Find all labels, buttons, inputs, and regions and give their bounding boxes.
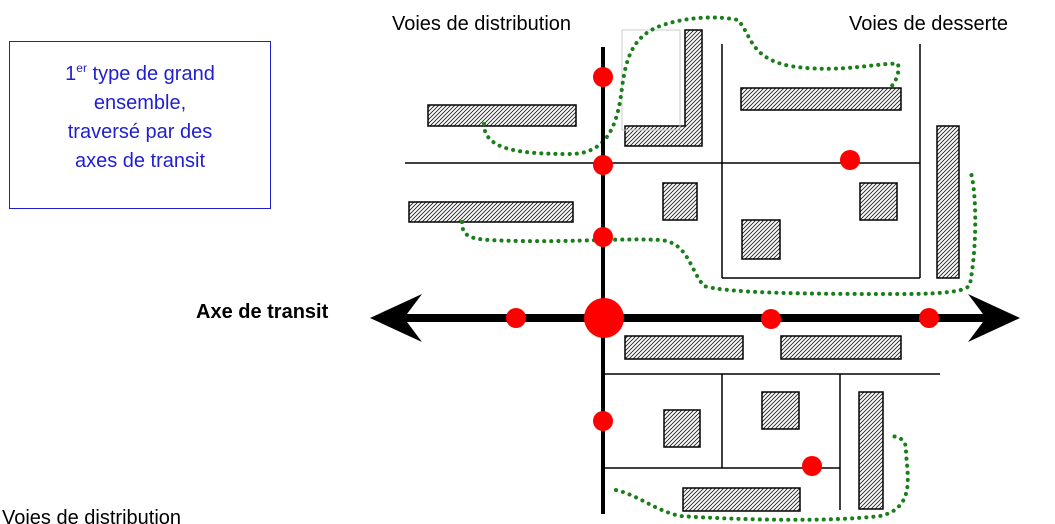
- service-roads-label: Voies de desserte: [849, 13, 1008, 35]
- distribution-roads-label-bottom: Voies de distribution: [2, 507, 181, 524]
- building: [662, 182, 698, 221]
- right-arrowhead: [968, 294, 1020, 342]
- building: [682, 487, 801, 512]
- transit-axis-label: Axe de transit: [196, 301, 329, 323]
- info-box-line-1-text: type de grand: [86, 63, 215, 85]
- distribution-roads-label-top: Voies de distribution: [392, 13, 571, 35]
- intersection-node: [593, 155, 613, 175]
- info-box-line-1: 1er type de grand: [10, 60, 270, 89]
- building: [859, 182, 898, 221]
- building: [740, 87, 902, 111]
- service-roads: [405, 44, 940, 510]
- building: [741, 219, 781, 260]
- intersection-node: [840, 150, 860, 170]
- info-box-line-4: axes de transit: [74, 150, 206, 172]
- building: [780, 335, 902, 360]
- info-box: 1er type de grand ensemble, traversé par…: [9, 41, 271, 209]
- info-box-line-2: ensemble,: [93, 92, 187, 114]
- perimeter-middle: [460, 168, 978, 297]
- intersection-node: [761, 309, 781, 329]
- intersection-nodes: [506, 67, 939, 476]
- ordinal-number: 1: [65, 63, 77, 85]
- building: [427, 104, 577, 127]
- building: [761, 391, 800, 430]
- info-box-line-3: traversé par des: [67, 121, 213, 143]
- intersection-node: [593, 411, 613, 431]
- perimeter-upper: [482, 15, 901, 157]
- intersection-node: [506, 308, 526, 328]
- faint-outline: [621, 29, 681, 131]
- perimeter-lower: [614, 434, 910, 522]
- building: [663, 409, 701, 448]
- left-arrowhead: [370, 294, 422, 342]
- buildings: [408, 29, 960, 512]
- transit-axis: [370, 294, 1020, 342]
- intersection-node: [919, 308, 939, 328]
- intersection-node-main: [584, 298, 624, 338]
- ordinal-suffix: er: [76, 61, 87, 75]
- building-l-shaped: [624, 29, 703, 147]
- building: [408, 201, 574, 223]
- intersection-node: [802, 456, 822, 476]
- building: [624, 335, 744, 360]
- perimeter-dotted-lines: [460, 15, 978, 522]
- building: [858, 391, 884, 510]
- intersection-node: [593, 67, 613, 87]
- intersection-node: [593, 227, 613, 247]
- building: [936, 125, 960, 279]
